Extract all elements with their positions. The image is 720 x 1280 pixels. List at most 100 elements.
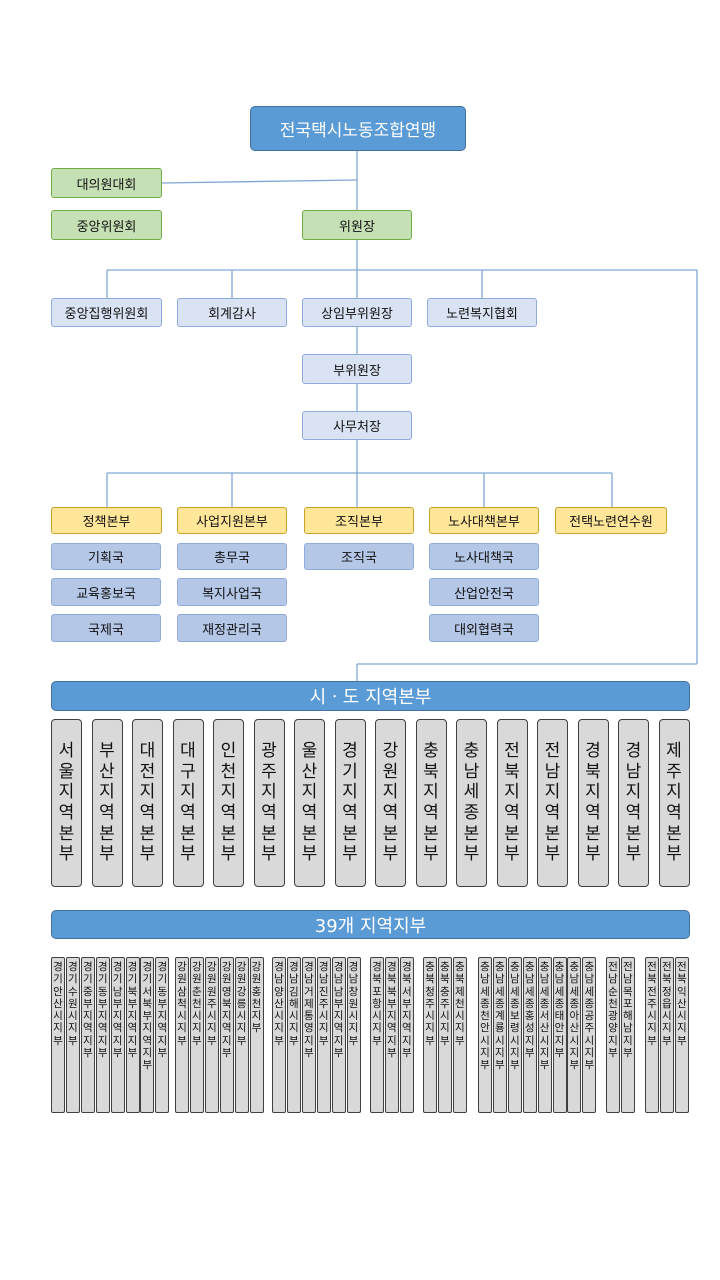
regional-branch-char: 원 <box>177 973 187 986</box>
regional-hq-char: 지 <box>423 782 439 803</box>
regional-hq-char: 부 <box>99 740 115 761</box>
regional-hq-char: 부 <box>463 844 480 865</box>
regional-hq-char: 역 <box>261 803 277 823</box>
regional-branch-char: 부 <box>524 1046 535 1059</box>
regional-branch-char: 익 <box>676 985 687 998</box>
regional-hq-char: 구 <box>180 761 196 782</box>
regional-branch-char: 시 <box>440 1010 450 1023</box>
regional-branch-char: 시 <box>647 1010 657 1023</box>
regional-branch-char: 충 <box>509 961 520 973</box>
team-finance: 재정관리국 <box>177 614 287 642</box>
regional-branch-char: 주 <box>425 997 435 1010</box>
regional-branch-char: 부 <box>274 1034 284 1047</box>
regional-branch-char: 춘 <box>192 985 202 998</box>
chairman-box: 위원장 <box>302 210 412 240</box>
secretary-general-box: 사무처장 <box>302 411 412 440</box>
regional-branch-char: 부 <box>584 1059 595 1072</box>
regional-branch-char: 시 <box>509 1034 520 1047</box>
regional-branch-char: 지 <box>192 1022 202 1035</box>
regional-branch-char: 강 <box>192 961 202 973</box>
regional-branch-char: 부 <box>401 1046 412 1059</box>
regional-branch-char: 부 <box>127 997 138 1010</box>
regional-branch-char: 경 <box>97 961 108 973</box>
regional-branch-char: 북 <box>676 973 687 986</box>
regional-branch-char: 충 <box>480 961 490 973</box>
regional-hq-char: 울 <box>58 761 75 782</box>
regional-branch-char: 경 <box>68 961 78 973</box>
regional-branch-band: 39개 지역지부 <box>51 910 690 939</box>
regional-branch-char: 정 <box>662 985 672 998</box>
regional-hq-char: 서 <box>58 740 75 761</box>
regional-branch-char: 남 <box>554 973 565 986</box>
regional-branch-box: 경남양산시지부경남양산시지부 <box>272 957 286 1113</box>
regional-branch-char: 부 <box>221 1046 232 1059</box>
regional-hq-char: 본 <box>99 823 115 844</box>
regional-branch-char: 역 <box>142 1034 153 1047</box>
regional-branch-char: 경 <box>53 961 63 973</box>
regional-branch-char: 기 <box>142 973 153 986</box>
regional-branch-char: 남 <box>524 973 535 986</box>
regional-branch-char: 전 <box>647 961 657 973</box>
regional-branch-char: 지 <box>333 1010 344 1023</box>
regional-hq-char: 부 <box>261 844 277 865</box>
regional-branch-box: 전남순천광양지부전남순천광양지부 <box>606 957 620 1113</box>
regional-branch-box: 전남목포해남지부전남목포해남지부 <box>620 957 635 1113</box>
regional-hq-box: 경남지역본부경남지역본부 <box>618 719 649 887</box>
vice-chair-box: 부위원장 <box>302 354 412 384</box>
regional-hq-box: 광주지역본부광주지역본부 <box>253 719 285 887</box>
regional-branch-char: 지 <box>454 1022 465 1035</box>
regional-hq-char: 지 <box>261 782 277 803</box>
regional-branch-char: 지 <box>142 1046 153 1059</box>
regional-hq-char: 역 <box>180 803 196 823</box>
team-general-affairs: 총무국 <box>177 543 287 570</box>
regional-branch-char: 지 <box>608 1034 618 1047</box>
regional-hq-char: 남 <box>463 761 480 782</box>
regional-branch-char: 릉 <box>236 997 247 1010</box>
dept-organization: 조직본부 <box>304 507 414 534</box>
regional-branch-char: 양 <box>274 985 284 998</box>
regional-branch-char: 시 <box>372 1010 382 1023</box>
standing-vice-chair-box: 상임부위원장 <box>302 298 412 327</box>
regional-branch-char: 남 <box>509 973 520 986</box>
regional-branch-char: 경 <box>318 961 329 973</box>
regional-branch-char: 지 <box>509 1046 520 1059</box>
regional-branch-char: 부 <box>454 1034 465 1047</box>
regional-branch-char: 남 <box>480 973 490 986</box>
regional-hq-char: 부 <box>180 844 196 865</box>
regional-branch-box: 경기동부지역지부경기동부지역지부 <box>155 957 170 1113</box>
regional-hq-char: 북 <box>585 761 601 782</box>
regional-hq-char: 부 <box>301 844 318 865</box>
regional-branch-char: 부 <box>112 997 123 1010</box>
regional-branch-char: 경 <box>142 961 153 973</box>
regional-branch-char: 서 <box>142 985 153 998</box>
regional-branch-box: 강원강릉시지부강원강릉시지부 <box>234 957 249 1113</box>
regional-branch-char: 지 <box>251 1010 262 1023</box>
regional-branch-box: 충북청주시지부충북청주시지부 <box>423 957 437 1113</box>
regional-branch-char: 경 <box>401 961 412 973</box>
regional-branch-char: 부 <box>647 1034 657 1047</box>
regional-hq-char: 부 <box>585 844 601 865</box>
regional-branch-char: 부 <box>53 1034 63 1047</box>
regional-hq-char: 울 <box>301 740 318 761</box>
regional-branch-char: 강 <box>177 961 187 973</box>
regional-branch-char: 원 <box>236 973 247 986</box>
regional-branch-char: 부 <box>569 1059 580 1072</box>
regional-hq-char: 역 <box>342 803 358 823</box>
regional-branch-char: 부 <box>676 1034 687 1047</box>
regional-branch-char: 종 <box>524 997 535 1010</box>
regional-branch-char: 세 <box>569 985 580 998</box>
regional-branch-char: 지 <box>127 1010 138 1023</box>
regional-branch-char: 부 <box>303 1046 314 1059</box>
regional-hq-box: 서울지역본부서울지역본부 <box>51 719 82 887</box>
regional-branch-box: 강원삼척시지부강원삼척시지부 <box>175 957 189 1113</box>
regional-branch-char: 충 <box>454 961 465 973</box>
regional-hq-char: 지 <box>180 782 196 803</box>
regional-hq-char: 지 <box>139 782 156 803</box>
regional-branch-char: 북 <box>387 985 397 998</box>
regional-branch-char: 원 <box>251 973 262 986</box>
regional-branch-char: 부 <box>127 1046 138 1059</box>
welfare-assoc-box: 노련복지협회 <box>427 298 537 327</box>
regional-hq-box: 대구지역본부대구지역본부 <box>172 719 204 887</box>
regional-branch-char: 지 <box>303 1034 314 1047</box>
